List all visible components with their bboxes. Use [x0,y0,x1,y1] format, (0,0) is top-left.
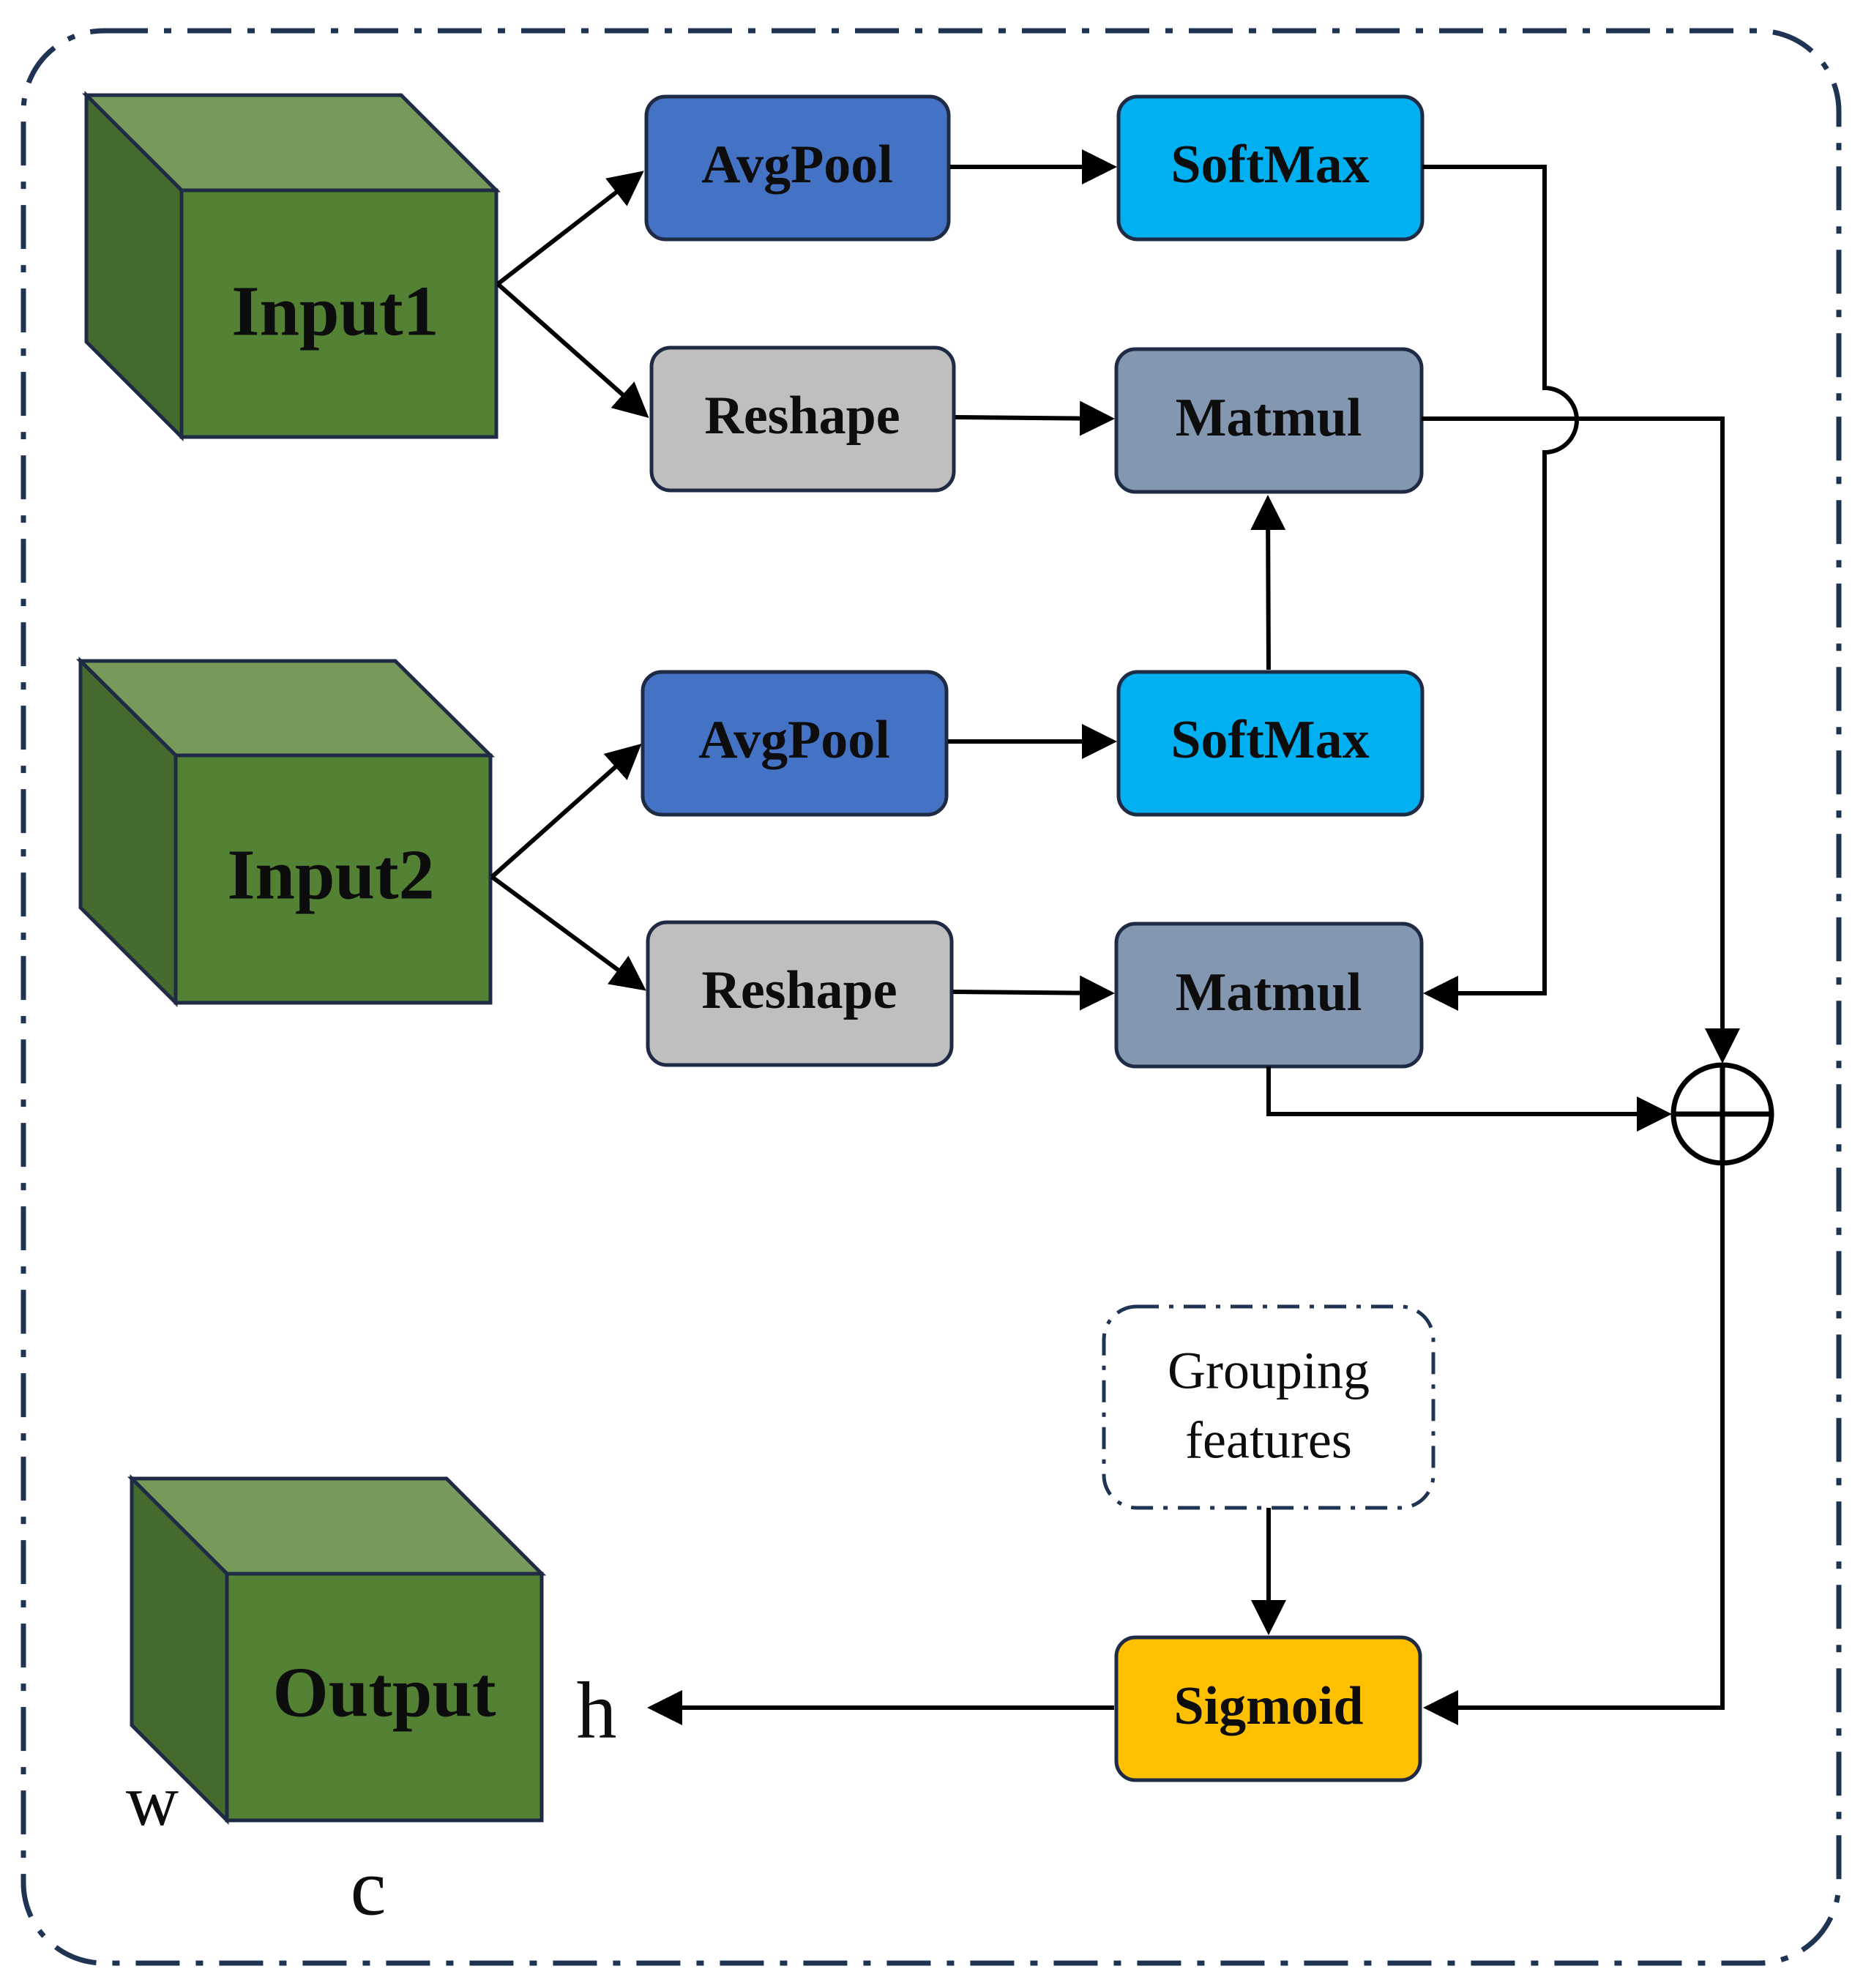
edge-input2-to-avgpool2 [490,744,642,879]
reshape-box-1: Reshape [649,345,956,493]
reshape-label: Reshape [704,386,900,446]
input2-label: Input2 [227,835,434,914]
edge-input1-to-avgpool1 [496,171,644,286]
output-label: Output [272,1653,496,1732]
cube-front-face [173,753,493,1005]
input1-label: Input1 [231,272,438,351]
edge-sum-to-sigmoid [1423,1163,1725,1725]
sum-node [1670,1062,1774,1166]
reshape-label: Reshape [701,960,897,1020]
grouping-features-box: Grouping features [1102,1304,1435,1510]
outer-frame [20,28,1842,1966]
softmax-box-1: SoftMax [1116,94,1425,242]
output-cube: Output h w c [126,1473,617,1932]
edge-matmul1-to-sum [1422,416,1740,1064]
edge-matmul2-to-sum [1266,1066,1672,1132]
avgpool-label: AvgPool [701,135,893,195]
edge-input1-to-reshape1 [496,282,649,418]
sigmoid-box: Sigmoid [1114,1635,1422,1782]
input1-cube: Input1 [81,90,501,442]
edge-softmax1-to-matmul2 [1422,165,1579,1011]
cube-front-face [225,1572,544,1823]
reshape-box-2: Reshape [646,920,954,1067]
dim-w-label: w [126,1760,179,1841]
avgpool-box-1: AvgPool [644,94,951,242]
edge-reshape2-to-matmul2 [952,975,1115,1011]
matmul-label: Matmul [1176,963,1362,1023]
edge-reshape1-to-matmul1 [955,400,1115,436]
dim-h-label: h [577,1665,617,1755]
cube-front-face [179,188,499,439]
grouping-line1: Grouping [1168,1342,1370,1400]
softmax-label: SoftMax [1171,710,1369,770]
avgpool-label: AvgPool [698,710,890,770]
sigmoid-label: Sigmoid [1173,1676,1363,1736]
edge-input2-to-reshape2 [490,875,646,991]
matmul-box-1: Matmul [1114,347,1424,494]
edge-softmax2-to-matmul1 [1250,495,1286,670]
softmax-box-2: SoftMax [1116,670,1425,817]
avgpool-box-2: AvgPool [641,670,949,817]
matmul-box-2: Matmul [1114,922,1424,1069]
softmax-label: SoftMax [1171,135,1369,195]
dim-c-label: c [351,1842,387,1932]
input2-cube: Input2 [75,656,496,1008]
grouping-line2: features [1185,1411,1352,1470]
matmul-label: Matmul [1176,388,1362,448]
